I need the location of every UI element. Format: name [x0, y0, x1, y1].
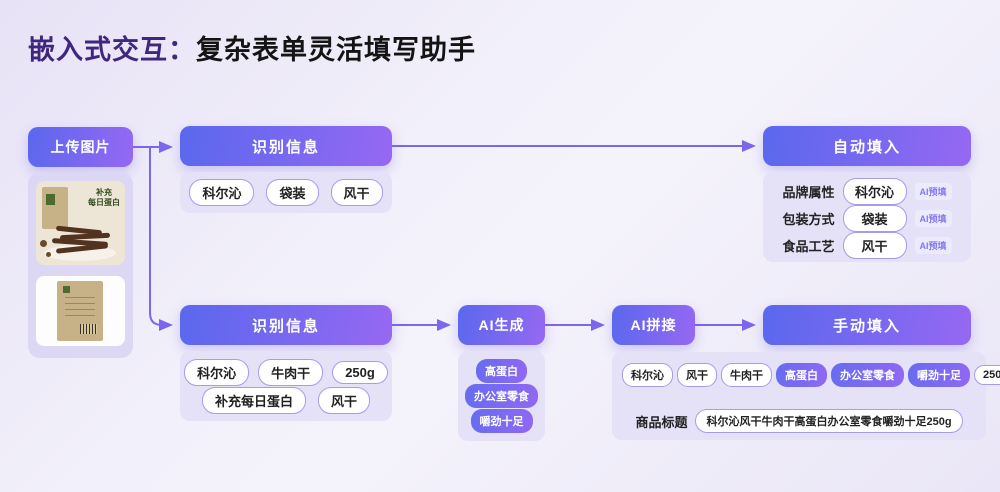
field-value-brand[interactable]: 科尔沁: [842, 178, 907, 205]
product-photo-2: [36, 276, 125, 346]
tag-chip: 风干: [677, 363, 717, 387]
bag-label: [46, 194, 55, 205]
tag-chip: 风干: [318, 386, 371, 414]
bag-logo: [63, 286, 70, 293]
ai-splice-label: AI拼接: [630, 317, 677, 333]
product-photo-1: 补充 每日蛋白: [36, 181, 125, 265]
ai-tag-chip: 高蛋白: [776, 363, 827, 387]
field-value-package[interactable]: 袋装: [842, 205, 907, 232]
ai-generate-label: AI生成: [478, 317, 525, 333]
ai-tag-chip: 嚼劲十足: [908, 363, 970, 387]
tag-chip: 补充每日蛋白: [201, 386, 306, 414]
tag-chip: 科尔沁: [184, 358, 250, 386]
ai-splice-button[interactable]: AI拼接: [612, 305, 695, 345]
uploaded-photos-card: 补充 每日蛋白: [28, 172, 133, 358]
page-title-highlight: 嵌入式交互：: [28, 35, 196, 65]
photo-caption: 补充 每日蛋白: [88, 188, 120, 207]
recognize-tags-panel-top: 科尔沁 袋装 风干: [180, 172, 392, 213]
ai-tag-chip: 办公室零食: [831, 363, 904, 387]
recognize-tags-panel-bottom: 科尔沁 牛肉干 250g 补充每日蛋白 风干: [180, 351, 392, 421]
recognize-info-label: 识别信息: [251, 317, 320, 335]
upload-image-label: 上传图片: [50, 139, 111, 155]
form-row-craft: 食品工艺 风干 AI预填: [773, 232, 961, 259]
ai-prefill-badge: AI预填: [914, 210, 952, 227]
ai-tag-chip: 嚼劲十足: [470, 409, 533, 433]
splice-result-panel: 科尔沁 风干 牛肉干 高蛋白 办公室零食 嚼劲十足 250g 商品标题 科尔沁风…: [612, 352, 1000, 440]
tag-chip: 250g: [974, 365, 1000, 385]
tag-chip: 科尔沁: [622, 363, 673, 387]
star-anise: [46, 252, 51, 257]
ai-generate-tags-panel: 高蛋白 办公室零食 嚼劲十足: [458, 351, 545, 441]
kraft-bag-front: [42, 187, 68, 229]
ai-tag-chip: 高蛋白: [476, 359, 527, 383]
ai-generate-button[interactable]: AI生成: [458, 305, 545, 345]
recognize-info-button-top[interactable]: 识别信息: [180, 126, 392, 166]
page-title-rest: 复杂表单灵活填写助手: [196, 35, 476, 65]
form-row-package: 包装方式 袋装 AI预填: [773, 205, 961, 232]
form-row-brand: 品牌属性 科尔沁 AI预填: [773, 178, 961, 205]
upload-image-button[interactable]: 上传图片: [28, 127, 133, 167]
recognize-info-label: 识别信息: [251, 138, 320, 156]
tag-chip: 袋装: [266, 179, 319, 206]
tag-chip: 风干: [330, 179, 383, 206]
star-anise: [40, 240, 47, 247]
page-title: 嵌入式交互：复杂表单灵活填写助手: [28, 28, 476, 67]
tag-chip: 250g: [332, 360, 388, 384]
barcode: [80, 324, 97, 334]
auto-fill-button[interactable]: 自动填入: [763, 126, 971, 166]
jerky-stick: [59, 232, 111, 241]
ai-prefill-badge: AI预填: [914, 237, 952, 254]
tag-chip: 牛肉干: [721, 363, 772, 387]
recognize-info-button-bottom[interactable]: 识别信息: [180, 305, 392, 345]
ai-tag-chip: 办公室零食: [465, 384, 538, 408]
field-value-craft[interactable]: 风干: [842, 232, 907, 259]
field-label: 食品工艺: [782, 239, 835, 254]
manual-fill-button[interactable]: 手动填入: [763, 305, 971, 345]
field-label: 包装方式: [782, 212, 835, 227]
auto-fill-form-panel: 品牌属性 科尔沁 AI预填 包装方式 袋装 AI预填 食品工艺 风干 AI预填: [763, 172, 971, 262]
field-label: 品牌属性: [782, 185, 835, 200]
tag-chip: 牛肉干: [258, 358, 324, 386]
product-title-label: 商品标题: [635, 414, 688, 430]
ai-prefill-badge: AI预填: [914, 183, 952, 200]
manual-fill-label: 手动填入: [832, 317, 901, 335]
product-title-value[interactable]: 科尔沁风干牛肉干高蛋白办公室零食嚼劲十足250g: [695, 409, 963, 433]
kraft-bag-back: [57, 281, 103, 341]
tag-chip: 科尔沁: [189, 179, 255, 206]
auto-fill-label: 自动填入: [832, 138, 901, 156]
